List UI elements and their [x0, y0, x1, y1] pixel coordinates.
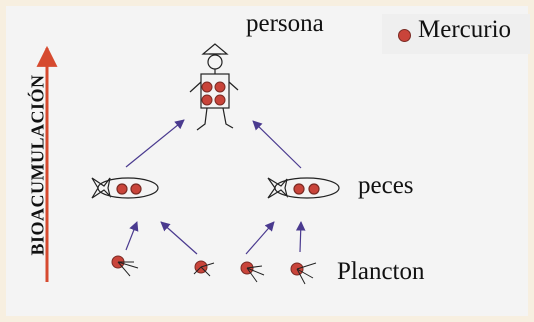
person-head — [207, 54, 223, 70]
level-label-persona: persona — [246, 10, 324, 37]
level-label-peces: peces — [358, 172, 414, 199]
fish-right — [267, 177, 340, 199]
arrow-plankton2-fish-left — [160, 221, 198, 255]
person-figure — [189, 43, 239, 131]
plankton-2 — [193, 260, 215, 277]
diagram-panel — [6, 6, 528, 316]
legend-label: Mercurio — [418, 16, 512, 43]
fish-left-mercury-1 — [116, 183, 128, 195]
plankton-1 — [111, 255, 139, 277]
fish-left — [91, 177, 159, 199]
fish-left-mercury-2 — [130, 183, 142, 195]
person-right-leg — [222, 107, 234, 129]
mercury-dot-icon — [398, 29, 411, 42]
person-hat — [201, 43, 229, 55]
level-label-plancton: Plancton — [337, 258, 425, 285]
person-left-leg — [196, 107, 208, 131]
person-right-arm — [228, 81, 239, 91]
plankton-4 — [290, 262, 317, 285]
arrow-fish-left-person — [125, 119, 185, 168]
arrow-plankton3-fish-right — [245, 221, 275, 255]
arrow-plankton4-fish-right — [295, 221, 306, 253]
arrow-plankton1-fish-left — [125, 221, 139, 251]
arrow-fish-right-person — [252, 120, 302, 169]
plankton-3 — [240, 261, 265, 283]
legend: Mercurio — [382, 14, 530, 54]
person-mercury-dots — [201, 81, 226, 106]
person-body — [200, 73, 230, 109]
fish-right-mercury-2 — [308, 183, 320, 195]
fish-right-mercury-1 — [293, 183, 305, 195]
person-left-arm — [189, 81, 202, 93]
axis-label: BIOACUMULACIÓN — [27, 74, 48, 256]
